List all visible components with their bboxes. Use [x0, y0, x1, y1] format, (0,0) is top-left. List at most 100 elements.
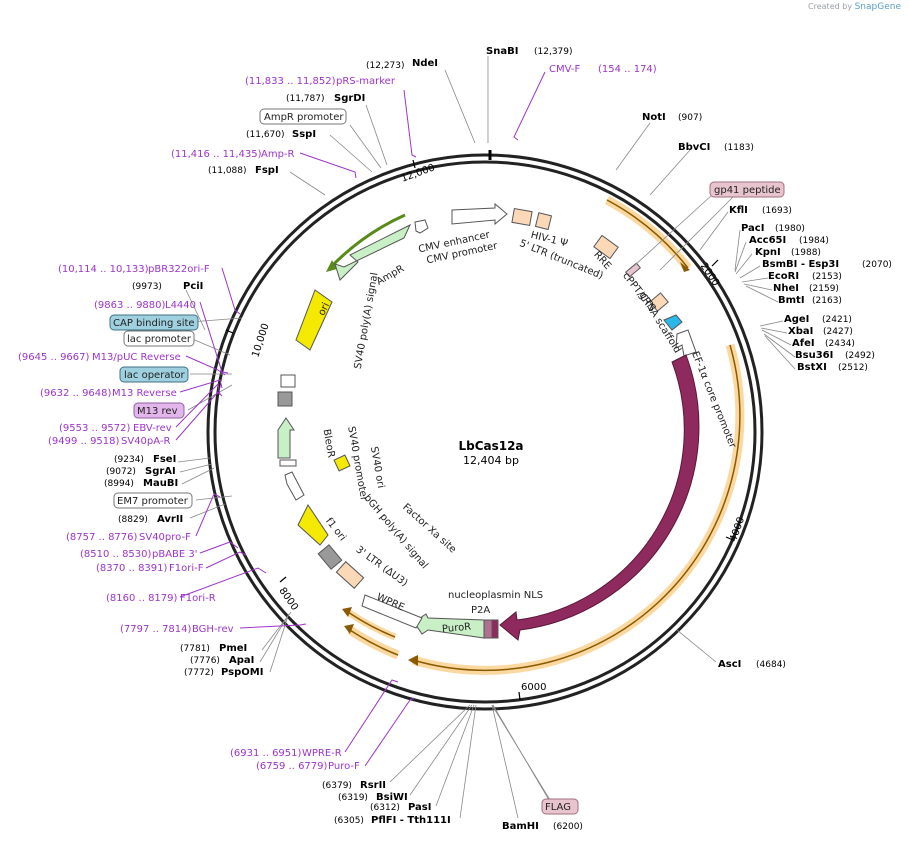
primer-pbabe-range: (8510 .. 8530) [80, 549, 152, 560]
ampr-ring-arrowhead [326, 260, 337, 272]
enzyme-ndei: NdeI [412, 58, 438, 69]
boxed-cap: CAP binding site [113, 318, 195, 329]
enzyme-acc65i-pos: (1984) [799, 236, 829, 246]
primer-ebv-range: (9553 .. 9572) [59, 423, 131, 434]
enzyme-agei: AgeI [784, 314, 809, 325]
enzyme-pspomi-pos: (7772) [184, 668, 214, 678]
boxed-labels: AmpR promoter gp41 peptide CAP binding s… [109, 108, 785, 815]
enzyme-pcii-pos: (9973) [132, 282, 162, 292]
primer-bgh: BGH-rev [192, 624, 234, 635]
enzyme-fspi-pos: (11,088) [208, 166, 247, 176]
primer-puro: Puro-F [328, 761, 360, 772]
primer-leaders [175, 71, 546, 767]
inner-features [277, 202, 700, 641]
enzyme-bbvci: BbvCI [678, 142, 710, 153]
enzyme-rsrii: RsrII [360, 780, 386, 791]
ampr-arrow [334, 223, 412, 281]
enzyme-bsmbi: BsmBI - Esp3I [762, 259, 839, 270]
enzyme-bamhi-pos: (6200) [553, 822, 583, 832]
enzyme-bamhi: BamHI [502, 821, 539, 832]
tick-label-2000: 2000 [698, 261, 721, 288]
primer-cmvf: CMV-F [549, 64, 580, 75]
enzyme-pflfi-pos: (6305) [334, 816, 364, 826]
bgh-box [317, 544, 343, 570]
enzyme-fspi: FspI [255, 165, 279, 176]
primer-l4440: L4440 [165, 300, 196, 311]
enzyme-sspi-pos: (11,670) [246, 130, 285, 140]
f1-ori-arrow [297, 504, 329, 546]
plasmid-size: 12,404 bp [463, 454, 519, 467]
credit-prefix: Created by [808, 2, 853, 11]
primer-f1orir-range: (8160 .. 8179) [106, 593, 178, 604]
boxed-lac-promoter: lac promoter [127, 334, 192, 345]
primer-f1orif-range: (8370 .. 8391) [96, 563, 168, 574]
enzyme-bsiwi: BsiWI [376, 792, 408, 803]
enzyme-pflfi: PflFI - Tth111I [371, 815, 451, 826]
enzyme-xbai-pos: (2427) [823, 327, 853, 337]
enzyme-bsiwi-pos: (6319) [338, 793, 368, 803]
orange-orf-arcs [346, 196, 745, 675]
tick-label-10000: 10,000 [250, 322, 271, 359]
enzyme-bstxi-pos: (2512) [838, 363, 868, 373]
primer-l4440-range: (9863 .. 9880) [94, 300, 166, 311]
enzyme-pmei: PmeI [219, 643, 247, 654]
primer-ampr-range: (11,416 .. 11,435) [171, 149, 262, 160]
tick-label-6000: 6000 [521, 682, 546, 693]
enzyme-kpni: KpnI [755, 247, 781, 258]
puror-arrow [413, 613, 485, 639]
lac-box [280, 374, 296, 388]
enzyme-sgrai-pos: (9072) [106, 467, 136, 477]
label-bleor: BleoR [321, 428, 337, 458]
enzyme-bmti-pos: (2163) [812, 296, 842, 306]
primer-wpre: WPRE-R [302, 748, 342, 759]
enzyme-sgrai: SgrAI [145, 466, 176, 477]
enzyme-bbvci-pos: (1183) [724, 143, 754, 153]
primer-puro-range: (6759 .. 6779) [256, 761, 328, 772]
enzyme-kfli: KflI [729, 205, 748, 216]
primer-bgh-range: (7797 .. 7814) [120, 624, 192, 635]
snapgene-logo: SnapGene [854, 2, 901, 12]
primer-pbabe: pBABE 3' [152, 549, 198, 560]
enzyme-asci: AscI [718, 659, 741, 670]
boxed-ampr-promoter: AmpR promoter [264, 112, 344, 123]
enzyme-snabi: SnaBI [486, 46, 518, 57]
enzyme-paci-pos: (1980) [775, 224, 805, 234]
primer-sv40prof-range: (8757 .. 8776) [66, 532, 138, 543]
enzyme-ecori: EcoRI [768, 271, 799, 282]
primer-cmvf-range: (154 .. 174) [598, 64, 657, 75]
enzyme-apai: ApaI [229, 655, 254, 666]
rre-box [593, 234, 619, 260]
enzyme-pasi-pos: (6312) [370, 803, 400, 813]
boxed-flag: FLAG [545, 802, 571, 813]
enzyme-noti-pos: (907) [678, 113, 702, 123]
lbcpf1-arrow [499, 354, 700, 641]
enzyme-labels: (12,273) NdeI SnaBI (12,379) (11,787) Sg… [104, 46, 892, 832]
enzyme-snabi-pos: (12,379) [534, 47, 573, 57]
enzyme-xbai: XbaI [788, 326, 813, 337]
enzyme-nhei-pos: (2159) [809, 284, 839, 294]
label-ampr: AmpR [375, 263, 406, 287]
grna-scaffold-arrow [663, 314, 683, 331]
enzyme-ndei-pos: (12,273) [366, 61, 405, 71]
enzyme-asci-pos: (4684) [756, 660, 786, 670]
primer-ampr: Amp-R [261, 149, 295, 160]
p2a-box [483, 619, 493, 639]
enzyme-bsmbi-pos: (2070) [862, 260, 892, 270]
enzyme-sgrdi-pos: (11,787) [286, 94, 325, 104]
primer-labels: (11,833 .. 11,852) pRS-marker CMV-F (154… [18, 64, 657, 772]
enzyme-leaders [177, 56, 796, 819]
primer-m13rev-range: (9632 .. 9648) [40, 388, 112, 399]
label-ori: ori [316, 301, 332, 318]
enzyme-fsei-pos: (9234) [114, 455, 144, 465]
enzyme-agei-pos: (2421) [822, 315, 852, 325]
enzyme-sspi: SspI [292, 129, 316, 140]
primer-f1orir: F1ori-R [180, 593, 216, 604]
snapgene-credit: Created by SnapGene [808, 2, 901, 12]
primer-f1orif: F1ori-F [169, 563, 204, 574]
enzyme-pasi: PasI [408, 802, 431, 813]
enzyme-apai-pos: (7776) [190, 656, 220, 666]
ori-arrow [295, 289, 333, 351]
nls-box [491, 619, 499, 639]
enzyme-acc65i: Acc65I [749, 235, 786, 246]
